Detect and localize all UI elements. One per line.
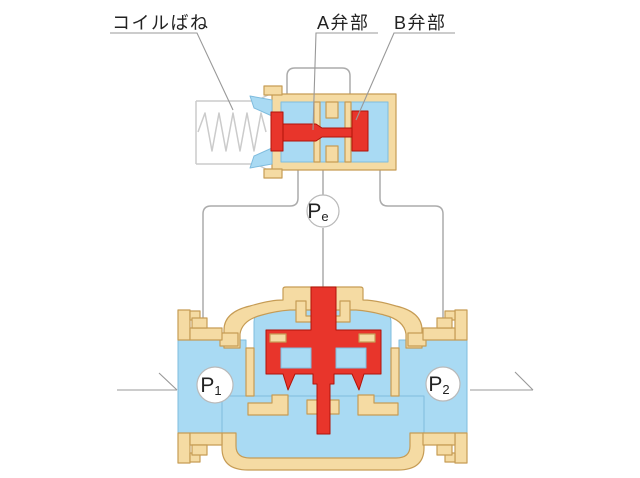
flange-wall	[189, 327, 223, 341]
pilot-top-loop-pipe	[286, 67, 351, 94]
p1-label: P1	[200, 374, 221, 398]
valve-b-label: B弁部	[394, 13, 447, 33]
pilot-housing-step-bottom	[263, 168, 283, 179]
inlet-flange	[177, 309, 223, 464]
pilot-seat-tooth-bottom	[325, 145, 339, 163]
pe-badge-circle	[306, 194, 340, 228]
bonnet-bolt-flange-left	[219, 332, 239, 347]
spring-coil-zigzag	[197, 112, 267, 152]
sensing-pipes	[202, 67, 444, 318]
partition-wall-left	[245, 347, 255, 397]
lower-seat-bridge-right	[357, 394, 399, 416]
flow-arrows	[117, 371, 534, 391]
p2-badge-circle	[425, 366, 461, 402]
flange-wall-bottom	[422, 432, 456, 446]
p1-label-sub: 1	[214, 383, 221, 398]
pe-label-main: P	[307, 200, 321, 223]
p2-label-main: P	[428, 373, 442, 396]
pilot-seat-tooth-top	[325, 101, 339, 119]
p2-sensing-pipe	[379, 170, 444, 318]
p1-badge-circle	[196, 366, 234, 404]
p2-label-sub: 2	[442, 382, 449, 397]
bonnet-dome	[223, 286, 423, 349]
valve-a-label: A弁部	[317, 13, 370, 33]
flange-wall	[422, 327, 456, 341]
flange-strip	[177, 309, 191, 341]
coil-spring-leader	[110, 32, 234, 111]
pilot-housing-step-top	[263, 85, 283, 96]
flange-wall-bottom	[189, 432, 223, 446]
coil-spring-label: コイルばね	[112, 13, 210, 33]
p1-sensing-pipe	[202, 170, 299, 318]
flange-strip-bottom	[177, 432, 191, 464]
seat-ring-right	[358, 333, 376, 343]
main-valve-plug	[265, 286, 382, 435]
pe-label: Pe	[307, 200, 328, 224]
valve-a-leader	[312, 32, 378, 131]
flange-tab-bottom	[191, 444, 208, 456]
pilot-valve	[249, 85, 397, 179]
seat-ring-left	[269, 333, 287, 343]
flange-tab	[191, 317, 208, 329]
leader-lines	[110, 32, 455, 131]
flange-strip	[454, 309, 468, 341]
p2-label: P2	[428, 373, 449, 397]
plug-flow-window-left	[280, 347, 312, 369]
outlet-flow-arrow	[470, 371, 534, 391]
outlet-flange	[422, 309, 468, 464]
plug-flow-window-right	[335, 347, 367, 369]
pilot-a-valve-disc	[270, 111, 284, 152]
flange-strip-bottom	[454, 432, 468, 464]
p1-label-main: P	[200, 374, 214, 397]
flange-tab	[436, 317, 453, 329]
labels: コイルばね A弁部 B弁部 Pe P1 P2	[112, 13, 450, 398]
pe-label-sub: e	[321, 209, 328, 224]
main-valve	[177, 286, 468, 471]
bottom-bowl-shell	[221, 432, 425, 471]
valve-b-leader	[355, 32, 455, 121]
lower-seat-bridge-left	[247, 394, 289, 416]
inlet-flow-arrow	[117, 372, 178, 391]
pilot-b-valve-disc	[351, 110, 369, 152]
partition-wall-right	[390, 347, 400, 397]
flange-tab-bottom	[436, 444, 453, 456]
